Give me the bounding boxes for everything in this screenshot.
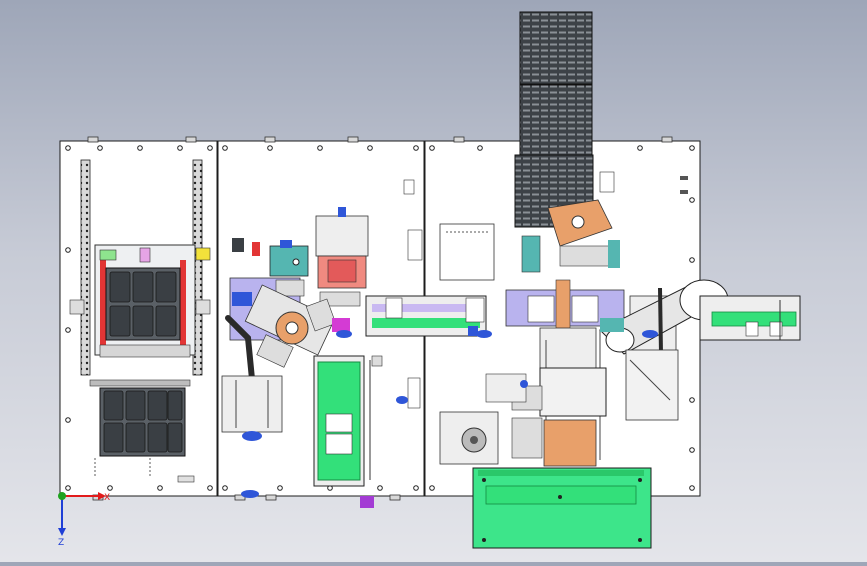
x-axis-label: X	[104, 493, 110, 503]
tray-stack-top	[519, 11, 593, 85]
bottom-extension-plate	[472, 467, 652, 549]
tray-stack-middle	[519, 84, 593, 156]
mounting-holes	[65, 145, 695, 491]
coordinate-triad: X Z	[58, 492, 110, 548]
z-axis-label: Z	[58, 538, 64, 548]
y-axis-origin	[58, 492, 66, 500]
right-station	[336, 11, 801, 542]
tray-lifter-left	[69, 159, 211, 483]
vertical-rail-left	[80, 159, 91, 376]
middle-station	[221, 179, 487, 508]
